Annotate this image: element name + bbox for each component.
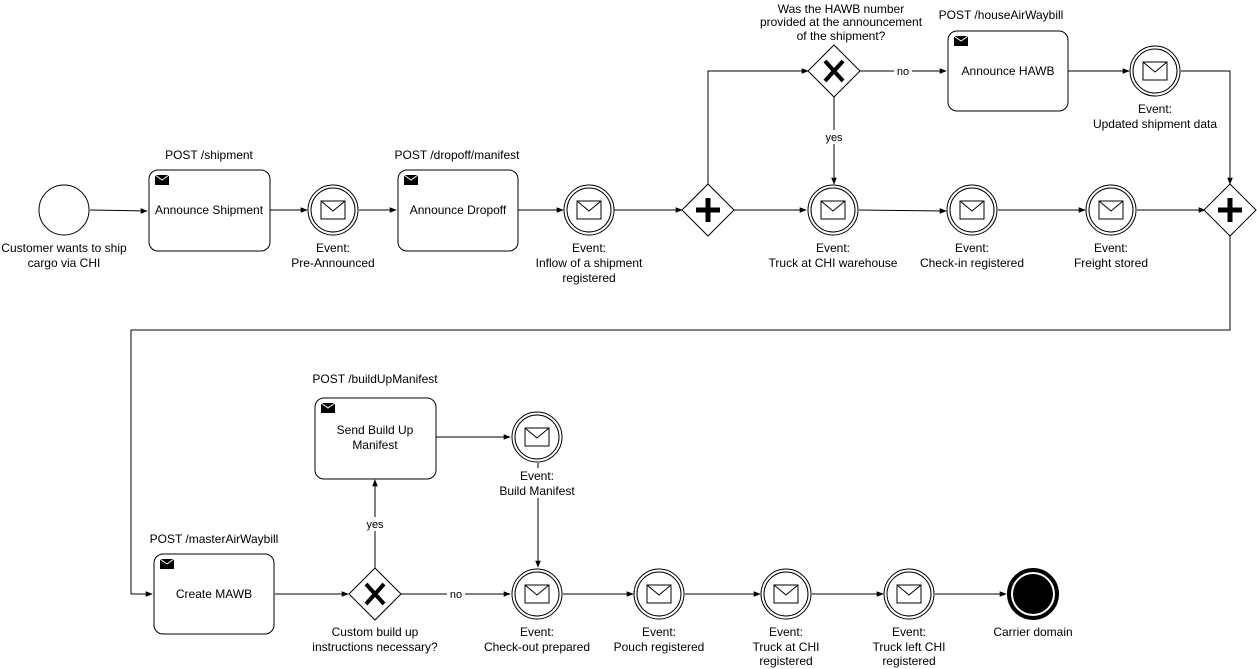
announce-hawb-endpoint: POST /houseAirWaybill — [939, 8, 1064, 22]
gateway-hawb-label-2: provided at the announcement — [760, 15, 923, 29]
envelope-icon — [524, 584, 550, 604]
edge-custom-no-label: no — [450, 589, 462, 601]
x-icon — [823, 59, 845, 83]
event-pre-announced-label-1: Event: — [316, 241, 350, 255]
envelope-icon — [896, 584, 922, 604]
message-task-icon — [320, 402, 336, 414]
event-build-manifest-label-1: Event: — [520, 469, 554, 483]
end-event-label: Carrier domain — [993, 625, 1072, 639]
event-inflow-label-3: registered — [562, 271, 615, 285]
edge-custom-yes-label: yes — [366, 519, 384, 531]
envelope-icon — [773, 584, 799, 604]
event-updated-shipment-label-2: Updated shipment data — [1093, 117, 1217, 131]
announce-hawb-label: Announce HAWB — [962, 64, 1055, 78]
envelope-icon — [820, 200, 846, 220]
event-build-manifest-label-2: Build Manifest — [499, 484, 575, 498]
event-checkin-label-2: Check-in registered — [920, 256, 1024, 270]
event-checkin — [946, 184, 998, 236]
create-mawb-task[interactable]: Create MAWB — [153, 553, 275, 635]
plus-icon — [1218, 198, 1242, 222]
event-freight-stored-label-2: Freight stored — [1074, 256, 1148, 270]
send-buildup-endpoint: POST /buildUpManifest — [312, 372, 438, 386]
edge-split-to-hawb-gateway — [707, 68, 809, 185]
announce-dropoff-task[interactable]: Announce Dropoff — [397, 169, 519, 252]
start-event — [38, 184, 90, 236]
event-truck-at-chi — [760, 568, 812, 620]
edge-start-to-announce-shipment — [89, 208, 148, 214]
create-mawb-label: Create MAWB — [176, 587, 252, 601]
event-truck-at-chi-label-3: registered — [759, 654, 812, 668]
event-checkout-label-1: Event: — [520, 625, 554, 639]
envelope-icon — [1098, 200, 1124, 220]
gateway-custom-label-1: Custom build up — [332, 625, 419, 639]
event-pre-announced — [307, 184, 359, 236]
event-freight-stored — [1085, 184, 1137, 236]
message-task-icon — [953, 35, 969, 47]
gateway-custom-label-2: instructions necessary? — [312, 640, 438, 654]
envelope-icon — [646, 584, 672, 604]
x-icon — [364, 582, 386, 606]
parallel-gateway-split — [681, 183, 735, 237]
create-mawb-endpoint: POST /masterAirWaybill — [150, 532, 279, 546]
event-freight-stored-label-1: Event: — [1094, 241, 1128, 255]
event-updated-shipment — [1129, 45, 1181, 97]
gateway-hawb-label-1: Was the HAWB number — [778, 2, 904, 16]
start-event-label-1: Customer wants to ship — [1, 241, 127, 255]
edge-hawb-no-label: no — [897, 66, 909, 78]
announce-dropoff-endpoint: POST /dropoff/manifest — [395, 148, 521, 162]
event-pouch-label-2: Pouch registered — [614, 640, 705, 654]
event-inflow-label-1: Event: — [572, 241, 606, 255]
exclusive-gateway-custom — [348, 567, 402, 621]
envelope-icon — [320, 200, 346, 220]
announce-shipment-label: Announce Shipment — [155, 203, 264, 217]
envelope-icon — [1142, 61, 1168, 81]
announce-shipment-endpoint: POST /shipment — [165, 148, 253, 162]
event-checkout — [511, 568, 563, 620]
event-truck-left-label-1: Event: — [892, 625, 926, 639]
plus-icon — [696, 198, 720, 222]
send-buildup-label-1: Send Build Up — [337, 423, 414, 437]
event-pouch — [633, 568, 685, 620]
message-task-icon — [154, 174, 170, 186]
event-checkin-label-1: Event: — [955, 241, 989, 255]
event-truck-left — [883, 568, 935, 620]
event-truck-at-chi-label-2: Truck at CHI — [753, 640, 820, 654]
end-event — [1007, 568, 1059, 620]
envelope-icon — [959, 200, 985, 220]
edge-updated-to-join — [1181, 70, 1233, 185]
event-truck-warehouse — [807, 184, 859, 236]
event-truck-warehouse-label-2: Truck at CHI warehouse — [769, 256, 898, 270]
parallel-gateway-join — [1203, 183, 1257, 237]
announce-shipment-task[interactable]: Announce Shipment — [148, 169, 271, 252]
envelope-icon — [576, 200, 602, 220]
event-truck-at-chi-label-1: Event: — [769, 625, 803, 639]
event-build-manifest — [511, 411, 563, 463]
send-buildup-task[interactable]: Send Build Up Manifest — [314, 397, 437, 480]
announce-dropoff-label: Announce Dropoff — [410, 203, 507, 217]
event-checkout-label-2: Check-out prepared — [484, 640, 590, 654]
message-task-icon — [159, 558, 175, 570]
send-buildup-label-2: Manifest — [352, 438, 398, 452]
event-pre-announced-label-2: Pre-Announced — [291, 256, 374, 270]
message-task-icon — [403, 174, 419, 186]
event-pouch-label-1: Event: — [642, 625, 676, 639]
event-truck-left-label-3: registered — [882, 654, 935, 668]
envelope-icon — [524, 427, 550, 447]
edge-hawb-yes-label: yes — [825, 132, 843, 144]
start-event-label-2: cargo via CHI — [28, 256, 101, 270]
gateway-hawb-label-3: of the shipment? — [797, 29, 886, 43]
edge-truck-warehouse-to-checkin — [858, 208, 947, 214]
exclusive-gateway-hawb — [807, 44, 861, 98]
event-updated-shipment-label-1: Event: — [1138, 102, 1172, 116]
event-truck-left-label-2: Truck left CHI — [873, 640, 946, 654]
event-inflow — [563, 184, 615, 236]
announce-hawb-task[interactable]: Announce HAWB — [947, 30, 1069, 112]
event-inflow-label-2: Inflow of a shipment — [536, 256, 643, 270]
edge-join-to-mawb — [130, 236, 1231, 597]
event-truck-warehouse-label-1: Event: — [816, 241, 850, 255]
